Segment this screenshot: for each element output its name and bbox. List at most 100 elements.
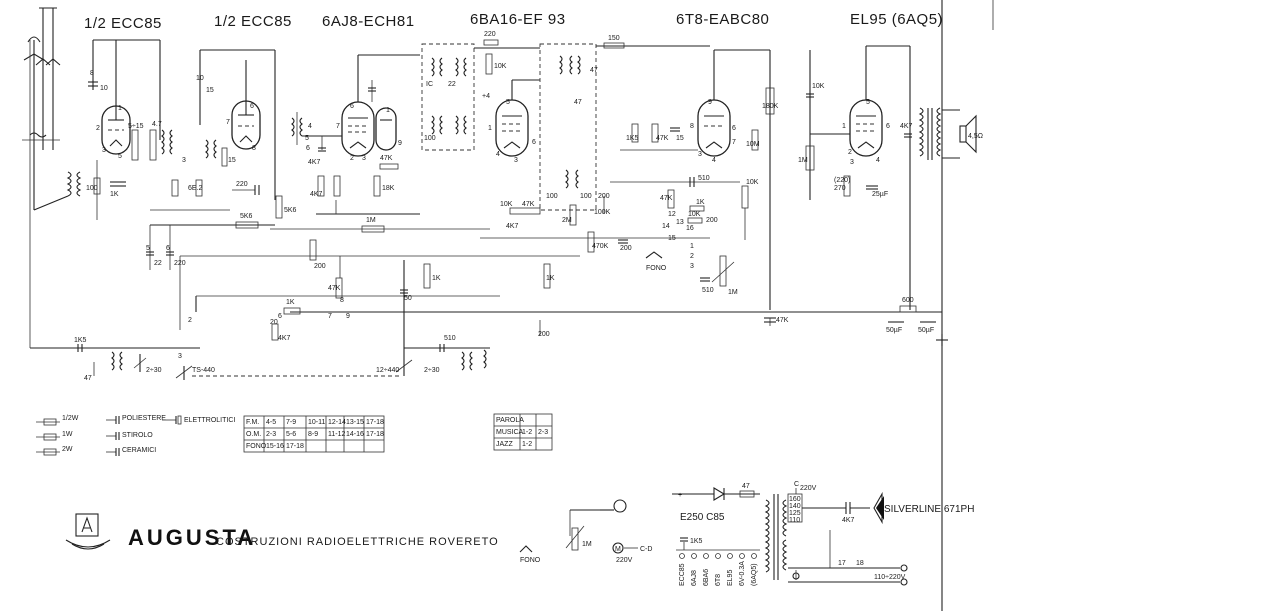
svg-text:9: 9 xyxy=(398,140,402,147)
svg-text:2÷30: 2÷30 xyxy=(424,367,440,374)
svg-text:2: 2 xyxy=(350,155,354,162)
svg-text:4K7: 4K7 xyxy=(506,223,519,230)
heater-node xyxy=(679,553,685,559)
svg-text:100: 100 xyxy=(424,135,436,142)
svg-text:17: 17 xyxy=(838,560,846,567)
heater-node xyxy=(715,553,721,559)
band-cell: O.M. xyxy=(246,431,261,438)
svg-text:8: 8 xyxy=(690,123,694,130)
if-can-2 xyxy=(539,43,597,211)
legend-resistors: 1/2W 1W 2W xyxy=(36,415,79,456)
svg-text:4K7: 4K7 xyxy=(308,159,321,166)
svg-text:10: 10 xyxy=(196,75,204,82)
svg-text:47: 47 xyxy=(574,99,582,106)
svg-text:1: 1 xyxy=(118,105,122,112)
svg-text:2: 2 xyxy=(188,317,192,324)
svg-text:4: 4 xyxy=(496,151,500,158)
svg-text:6: 6 xyxy=(306,145,310,152)
if-can-1 xyxy=(421,43,475,151)
c-510-label-a: 510 xyxy=(698,175,710,182)
voltage-tap-label: 160 xyxy=(789,496,801,503)
svg-text:STIROLO: STIROLO xyxy=(122,432,153,439)
svg-text:7: 7 xyxy=(328,313,332,320)
svg-text:1M: 1M xyxy=(582,541,592,548)
svg-text:4K7: 4K7 xyxy=(900,123,913,130)
svg-text:10: 10 xyxy=(100,85,108,92)
tube-v2-symbol: 6 7 8 xyxy=(226,60,261,152)
svg-text:18: 18 xyxy=(856,560,864,567)
tuning-coil-am xyxy=(461,349,487,371)
svg-text:1K: 1K xyxy=(696,199,705,206)
band-cell: 2-3 xyxy=(266,431,276,438)
svg-text:3: 3 xyxy=(698,151,702,158)
tube-label-v6: EL95 (6AQ5) xyxy=(850,11,943,28)
svg-text:200: 200 xyxy=(620,245,632,252)
svg-text:200: 200 xyxy=(538,331,550,338)
svg-text:5: 5 xyxy=(118,153,122,160)
svg-text:10K: 10K xyxy=(746,179,759,186)
if-coil-v2-v3: 4 5 6 xyxy=(291,112,312,152)
svg-text:6: 6 xyxy=(350,103,354,110)
svg-text:FONO: FONO xyxy=(520,557,541,564)
svg-text:5: 5 xyxy=(866,99,870,106)
tube-label-v3: 6AJ8-ECH81 xyxy=(322,13,415,30)
mains-transformer: C 220V xyxy=(764,481,817,580)
svg-text:4: 4 xyxy=(712,157,716,164)
svg-text:1K: 1K xyxy=(432,275,441,282)
legend-capacitors: POLIESTERE STIROLO CERAMICI ELETTROLITIC… xyxy=(106,415,235,456)
svg-text:1: 1 xyxy=(690,243,694,250)
c-ts440-label: TS-440 xyxy=(192,367,215,374)
band-cell: 17-18 xyxy=(366,431,384,438)
svg-text:10K: 10K xyxy=(688,211,701,218)
band-cell: 4-5 xyxy=(266,419,276,426)
tube-label-v2: 1/2 ECC85 xyxy=(214,13,292,30)
svg-text:5: 5 xyxy=(146,245,150,252)
tube-label-v5: 6T8-EABC80 xyxy=(676,11,769,28)
band-cell: 14-16 xyxy=(346,431,364,438)
svg-text:6: 6 xyxy=(166,245,170,252)
svg-text:220V: 220V xyxy=(616,557,633,564)
tube-v6-symbol: 5 1 2 3 4 6 xyxy=(842,99,890,166)
tone-cell: 1-2 xyxy=(522,429,532,436)
svg-text:220: 220 xyxy=(484,31,496,38)
c-6e2-label: 6E.2 xyxy=(188,185,203,192)
band-cell: 12-14 xyxy=(328,419,346,426)
band-cell: 11-12 xyxy=(328,431,345,438)
svg-text:15: 15 xyxy=(228,157,236,164)
c-4k7-psu-label: 4K7 xyxy=(842,517,855,524)
tuning-coil-fm: 47 2÷30 xyxy=(84,351,162,382)
svg-text:4: 4 xyxy=(876,157,880,164)
r-10m-label: 10M xyxy=(746,141,760,148)
svg-text:10K: 10K xyxy=(494,63,507,70)
heater-node xyxy=(703,553,709,559)
band-cell: 17-18 xyxy=(366,419,384,426)
r-470k-label: 470K xyxy=(592,243,609,250)
tube-v5-symbol: 9 8 3 4 6 7 xyxy=(690,99,736,164)
c-22-label: 22 xyxy=(154,260,162,267)
svg-text:5K6: 5K6 xyxy=(284,207,297,214)
band-cell: 7-9 xyxy=(286,419,296,426)
svg-text:47K: 47K xyxy=(776,317,789,324)
svg-text:220V: 220V xyxy=(800,485,817,492)
svg-text:10K: 10K xyxy=(812,83,825,90)
motor-symbol: M C-D 220V xyxy=(612,542,652,564)
tone-cell: 1-2 xyxy=(522,441,532,448)
heater-node xyxy=(691,553,697,559)
svg-text:18K: 18K xyxy=(382,185,395,192)
svg-text:C-D: C-D xyxy=(640,546,652,553)
svg-text:510: 510 xyxy=(444,335,456,342)
svg-text:C: C xyxy=(794,481,799,488)
svg-text:7: 7 xyxy=(226,119,230,126)
c-1k5-label: 1K5 xyxy=(74,337,87,344)
svg-text:6: 6 xyxy=(250,103,254,110)
svg-text:1K5: 1K5 xyxy=(626,135,639,142)
svg-text:8: 8 xyxy=(340,297,344,304)
mains-range-label: 110÷220V xyxy=(874,574,906,581)
c-200-label-a: 200 xyxy=(314,263,326,270)
svg-text:8: 8 xyxy=(252,145,256,152)
svg-text:14: 14 xyxy=(662,223,670,230)
if-transformer-2: 47 100 100 47 xyxy=(546,55,598,200)
